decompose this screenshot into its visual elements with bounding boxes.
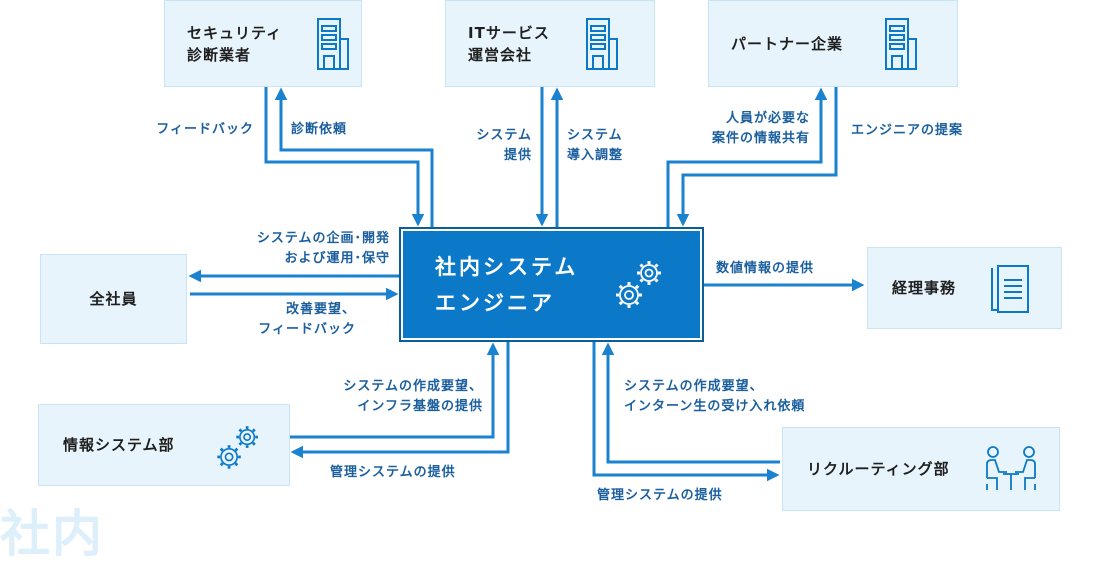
- flow-label-plan-dev: システムの企画･開発 および運用･保守: [256, 231, 390, 266]
- node-recruiting: リクルーティング部: [782, 427, 1060, 511]
- flow-label-recruit-mgmt: 管理システムの提供: [597, 488, 723, 503]
- node-all-staff: 全社員: [40, 254, 187, 344]
- flow-label-feedback-top: フィードバック: [156, 122, 254, 137]
- node-info-system-label: 情報システム部: [63, 436, 175, 454]
- arrow-info-request: [290, 342, 500, 439]
- node-partner-label: パートナー企業: [731, 34, 844, 53]
- building-icon: [317, 18, 349, 70]
- connector-lines: [188, 87, 865, 482]
- flow-label-recruit-request: システムの作成要望、 インターン生の受け入れ依頼: [624, 379, 806, 414]
- watermark-text: 社内: [0, 505, 104, 563]
- gears-icon: [217, 426, 258, 469]
- arrow-feedback-security: [264, 87, 425, 227]
- node-recruiting-label: リクルーティング部: [807, 460, 950, 478]
- node-security-label: セキュリティ 診断業者: [187, 23, 283, 64]
- flow-label-info-mgmt: 管理システムの提供: [330, 465, 456, 480]
- flow-label-improve-feedback: 改善要望、 フィードバック: [258, 302, 356, 337]
- node-internal-engineer: 社内システム エンジニア: [399, 227, 704, 342]
- arrow-recruit-request: [601, 342, 780, 464]
- flow-label-system-provide: システム 提供: [476, 128, 532, 163]
- node-security: セキュリティ 診断業者: [164, 0, 362, 87]
- arrow-staff-info-share: [666, 87, 828, 227]
- node-accounting: 経理事務: [867, 247, 1062, 329]
- node-all-staff-label: 全社員: [89, 290, 138, 308]
- document-icon: [991, 265, 1029, 313]
- flow-label-system-adjust: システム 導入調整: [567, 128, 624, 163]
- meeting-icon: [986, 446, 1036, 490]
- node-info-system: 情報システム部: [38, 404, 290, 486]
- arrow-diagnosis-request: [274, 87, 434, 227]
- flow-label-diagnosis-request: 診断依頼: [291, 122, 348, 137]
- node-partner: パートナー企業: [708, 0, 958, 87]
- node-accounting-label: 経理事務: [892, 279, 957, 297]
- arrow-engineer-proposal: [676, 87, 838, 227]
- node-it-service: ITサービス 運営会社: [445, 0, 655, 87]
- building-icon: [586, 18, 618, 70]
- arrow-info-mgmt: [290, 342, 510, 459]
- flow-label-numeric-info: 数値情報の提供: [716, 261, 815, 276]
- node-it-service-label: ITサービス 運営会社: [468, 23, 550, 64]
- arrow-recruit-mgmt: [592, 342, 780, 482]
- building-icon: [885, 18, 917, 70]
- node-internal-engineer-label: 社内システム エンジニア: [435, 254, 579, 315]
- flow-label-engineer-proposal: エンジニアの提案: [851, 123, 964, 138]
- gears-icon: [616, 261, 661, 308]
- flow-label-info-request: システムの作成要望、 インフラ基盤の提供: [343, 379, 483, 414]
- flow-label-staff-info-share: 人員が必要な 案件の情報共有: [711, 111, 810, 146]
